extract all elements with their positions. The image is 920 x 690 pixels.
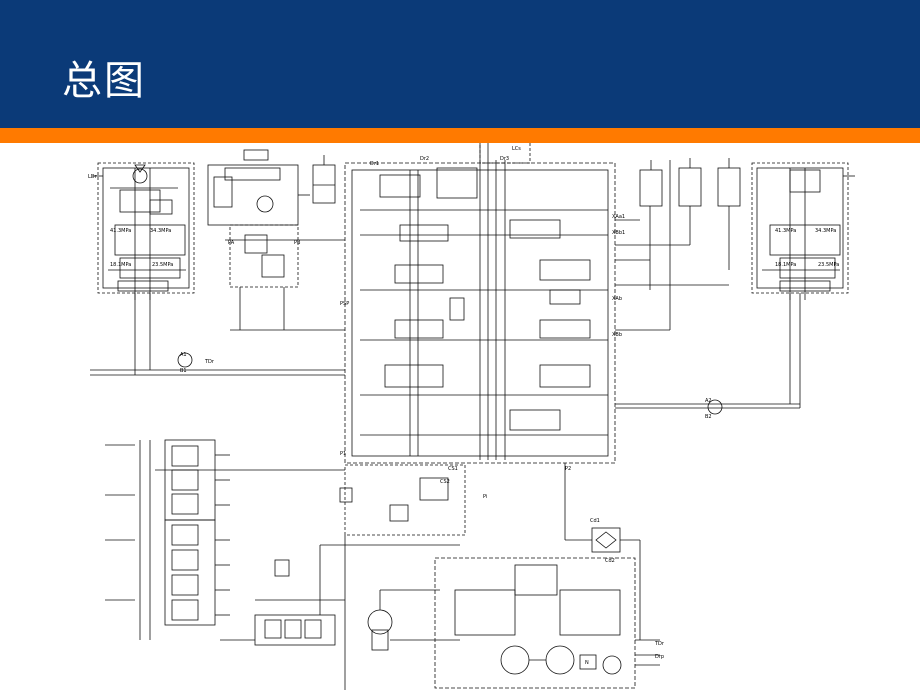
label-psp: PSP (340, 301, 349, 307)
main-hydraulic-lines (90, 160, 801, 415)
label-pb: PB (294, 240, 301, 246)
label-p2: P2 (565, 466, 571, 472)
header-accent-stripe (0, 128, 920, 143)
main-control-valve (344, 143, 616, 464)
label-cs2: CS2 (440, 479, 450, 485)
label-drp: Drp (655, 654, 664, 660)
label-dr2: Dr2 (420, 156, 429, 162)
left-relief-valve-block (92, 162, 195, 300)
hydraulic-schematic: LDr 41.3MPa 34.3MPa 18.1MPa 23.5MPa 41.3… (88, 143, 855, 690)
label-181: 18.1MPa (110, 262, 131, 268)
label-343: 34.3MPa (150, 228, 171, 234)
label-pi: Pi (483, 494, 487, 500)
label-p1: P1 (340, 451, 346, 457)
label-n: N (585, 660, 589, 666)
label-b2: B2 (705, 414, 712, 420)
label-xbb: XBb (612, 332, 622, 338)
label-xab: XAb (612, 296, 622, 302)
label-a2: A2 (705, 398, 712, 404)
label-lc: LCs (512, 146, 521, 152)
label-dr1: Dr1 (370, 161, 379, 167)
pilot-supply-block (207, 149, 310, 330)
label-413: 41.3MPa (110, 228, 131, 234)
label-dr3: Dr3 (500, 156, 509, 162)
label-cd2: Cd2 (605, 558, 615, 564)
lower-center-block (220, 464, 466, 690)
label-ldr: LDr (88, 174, 98, 180)
return-filter (564, 463, 641, 640)
label-343-right: 34.3MPa (815, 228, 836, 234)
label-a1: A1 (180, 352, 187, 358)
label-235-right: 23.5MPa (818, 262, 839, 268)
pump-unit (367, 557, 660, 689)
label-tdr: TDr (204, 359, 215, 365)
label-181-right: 18.1MPa (775, 262, 796, 268)
pilot-control-valves (105, 439, 345, 640)
top-actuators (312, 155, 741, 290)
label-b1: B1 (180, 368, 187, 374)
right-relief-valve-block (751, 162, 855, 300)
label-xbb1: XBb1 (612, 230, 625, 236)
label-cs1: CS1 (448, 466, 458, 472)
label-cd1: Cd1 (590, 518, 600, 524)
slide-title: 总图 (62, 58, 146, 104)
slide-header (0, 0, 920, 128)
label-413-right: 41.3MPa (775, 228, 796, 234)
label-235: 23.5MPa (152, 262, 173, 268)
label-pa: PA (228, 240, 235, 246)
schematic-labels: LDr 41.3MPa 34.3MPa 18.1MPa 23.5MPa 41.3… (88, 146, 839, 666)
label-xaa1: XAa1 (612, 214, 625, 220)
label-tdr-2: TDr (654, 641, 665, 647)
